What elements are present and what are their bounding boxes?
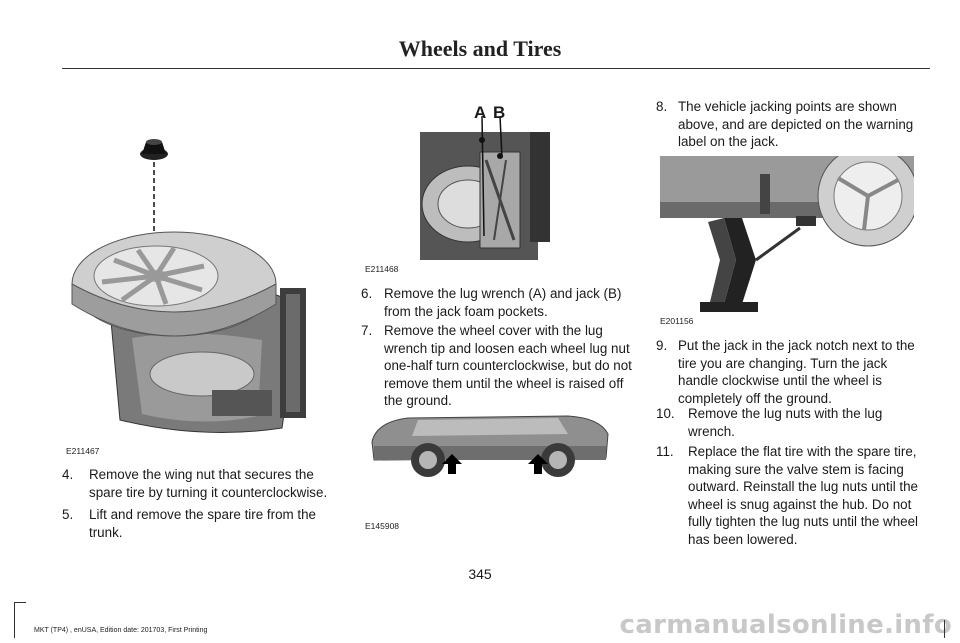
- list-item: 8. The vehicle jacking points are shown …: [656, 98, 928, 151]
- arrow-up-icon: [528, 454, 548, 474]
- wing-nut-icon: [140, 139, 168, 160]
- crop-mark: [14, 602, 15, 638]
- list-item: 4. Remove the wing nut that secures the …: [62, 466, 334, 501]
- step-number: 5.: [62, 507, 74, 522]
- step-text: Remove the wing nut that secures the spa…: [89, 467, 328, 500]
- arrow-up-icon: [442, 454, 462, 474]
- step-text: Put the jack in the jack notch next to t…: [678, 338, 915, 406]
- step-text: Remove the wheel cover with the lug wren…: [384, 323, 632, 409]
- list-item: 9. Put the jack in the jack notch next t…: [656, 337, 928, 407]
- list-item: 7. Remove the wheel cover with the lug w…: [361, 322, 633, 410]
- spare-tire-illustration: [71, 139, 306, 433]
- callout-label-a: A: [474, 103, 487, 122]
- step-number: 11.: [656, 444, 674, 459]
- watermark: carmanualsonline.info: [619, 610, 952, 640]
- figure-code: E211468: [365, 264, 399, 274]
- step-text: Remove the lug nuts with the lug wrench.: [688, 406, 883, 439]
- figure-code: E145908: [365, 521, 400, 531]
- step-number: 6.: [361, 286, 373, 301]
- list-item: 6. Remove the lug wrench (A) and jack (B…: [361, 285, 633, 320]
- step-text: Replace the flat tire with the spare tir…: [688, 444, 919, 547]
- jack-pocket-illustration: [420, 115, 550, 260]
- callout-label-b: B: [493, 103, 506, 122]
- figure-code: E201156: [660, 316, 694, 326]
- step-number: 8.: [656, 99, 668, 114]
- step-text: Lift and remove the spare tire from the …: [89, 507, 317, 540]
- footer-text: MKT (TP4) , enUSA, Edition date: 201703,…: [34, 627, 208, 634]
- step-number: 10.: [656, 406, 675, 421]
- jacking-points-illustration: [371, 415, 609, 477]
- crop-mark: [14, 602, 26, 603]
- step-number: 7.: [361, 323, 373, 338]
- step-number: 9.: [656, 338, 668, 353]
- list-item: 10. Remove the lug nuts with the lug wre…: [656, 405, 928, 440]
- page-number: 345: [468, 566, 492, 582]
- crop-mark: [944, 620, 945, 638]
- page-title: Wheels and Tires: [398, 36, 562, 61]
- step-text: The vehicle jacking points are shown abo…: [678, 99, 914, 150]
- step-number: 4.: [62, 467, 74, 482]
- header-rule: [62, 68, 930, 69]
- list-item: 5. Lift and remove the spare tire from t…: [62, 506, 334, 541]
- figure-code: E211467: [66, 446, 100, 456]
- step-text: Remove the lug wrench (A) and jack (B) f…: [384, 286, 622, 319]
- list-item: 11. Replace the flat tire with the spare…: [656, 443, 928, 549]
- jack-under-car-illustration: [660, 156, 914, 312]
